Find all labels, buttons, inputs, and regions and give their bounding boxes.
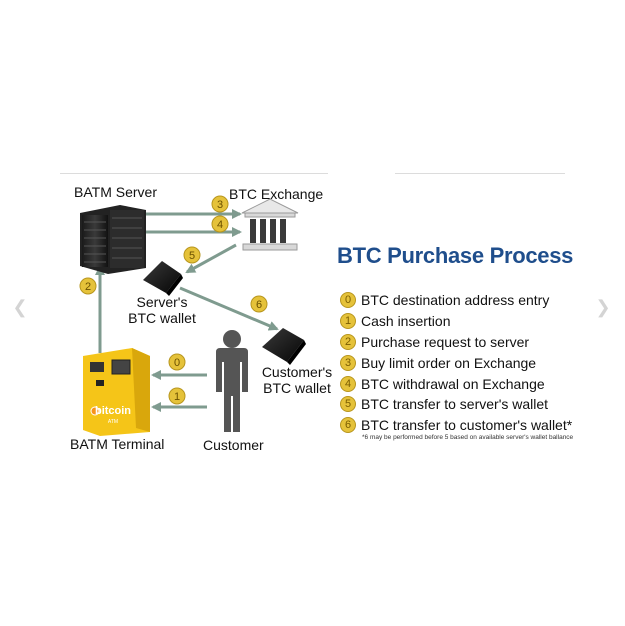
servers-wallet-label: Server's BTC wallet — [128, 294, 196, 326]
top-divider-left — [60, 173, 328, 174]
step-item: 5 BTC transfer to server's wallet — [340, 394, 572, 415]
atm-brand-text: bitcoin — [95, 405, 131, 417]
step-text: Purchase request to server — [361, 333, 530, 350]
step-item: 4 BTC withdrawal on Exchange — [340, 373, 572, 394]
edge-badge-1: 1 — [168, 387, 186, 405]
next-slide-arrow-icon[interactable]: ❯ — [595, 297, 611, 317]
svg-text:3: 3 — [217, 199, 223, 211]
batm-terminal-label: BATM Terminal — [70, 436, 165, 452]
step-number-badge: 6 — [340, 417, 356, 434]
svg-text:6: 6 — [256, 299, 262, 311]
edge-badge-3: 3 — [211, 195, 229, 213]
customers-wallet-icon — [262, 328, 306, 365]
edge-badge-5: 5 — [183, 246, 201, 264]
edge-badges: 3 4 5 6 2 0 1 — [79, 195, 268, 405]
customers-wallet-label: Customer's BTC wallet — [259, 364, 335, 396]
step-number-badge: 0 — [340, 292, 356, 309]
svg-text:0: 0 — [174, 357, 180, 369]
step-item: 2 Purchase request to server — [340, 332, 572, 353]
step-text: BTC withdrawal on Exchange — [361, 375, 545, 392]
step-text: BTC transfer to customer's wallet* — [361, 417, 573, 434]
step-item: 6 BTC transfer to customer's wallet* — [340, 415, 572, 436]
step-number-badge: 5 — [340, 396, 356, 413]
previous-slide-arrow-icon[interactable]: ❮ — [12, 297, 28, 317]
step-text: Buy limit order on Exchange — [361, 354, 537, 371]
edge-6-servers-wallet-to-customers-wallet — [179, 286, 279, 331]
servers-wallet-label-line1: Server's — [136, 294, 188, 310]
person-icon — [216, 330, 248, 432]
edge-badge-0: 0 — [168, 353, 186, 371]
footnote: *6 may be performed before 5 based on av… — [362, 434, 574, 441]
customer-label: Customer — [203, 437, 264, 453]
btc-exchange-label: BTC Exchange — [229, 186, 324, 202]
customers-wallet-label-line1: Customer's — [261, 364, 333, 380]
step-item: 1 Cash insertion — [340, 311, 572, 332]
step-text: BTC destination address entry — [361, 292, 550, 309]
edges — [95, 209, 279, 412]
servers-wallet-icon — [143, 261, 183, 296]
svg-text:2: 2 — [85, 281, 91, 293]
edge-badge-6: 6 — [250, 295, 268, 313]
customers-wallet-label-line2: BTC wallet — [263, 380, 331, 396]
step-item: 0 BTC destination address entry — [340, 290, 572, 311]
steps-list: 0 BTC destination address entry 1 Cash ins… — [340, 290, 572, 436]
svg-text:1: 1 — [174, 391, 180, 403]
step-text: Cash insertion — [361, 313, 451, 330]
step-number-badge: 4 — [340, 375, 356, 392]
atm-sub-text: ATM — [108, 419, 118, 425]
step-text: BTC transfer to server's wallet — [361, 396, 549, 413]
step-number-badge: 1 — [340, 313, 356, 330]
edge-badge-4: 4 — [211, 215, 229, 233]
edge-badge-2: 2 — [79, 277, 97, 295]
server-rack-icon — [80, 205, 146, 274]
top-divider-right — [395, 173, 565, 174]
diagram-title: BTC Purchase Process — [337, 243, 574, 268]
svg-text:4: 4 — [217, 219, 223, 231]
step-number-badge: 3 — [340, 354, 356, 371]
bank-building-icon — [241, 198, 299, 251]
step-number-badge: 2 — [340, 333, 356, 350]
batm-server-label: BATM Server — [74, 184, 157, 200]
svg-text:5: 5 — [189, 250, 195, 262]
atm-terminal-icon: bitcoin ATM — [83, 348, 150, 436]
edge-5-exchange-to-servers-wallet — [185, 243, 237, 274]
servers-wallet-label-line2: BTC wallet — [128, 310, 196, 326]
step-item: 3 Buy limit order on Exchange — [340, 352, 572, 373]
